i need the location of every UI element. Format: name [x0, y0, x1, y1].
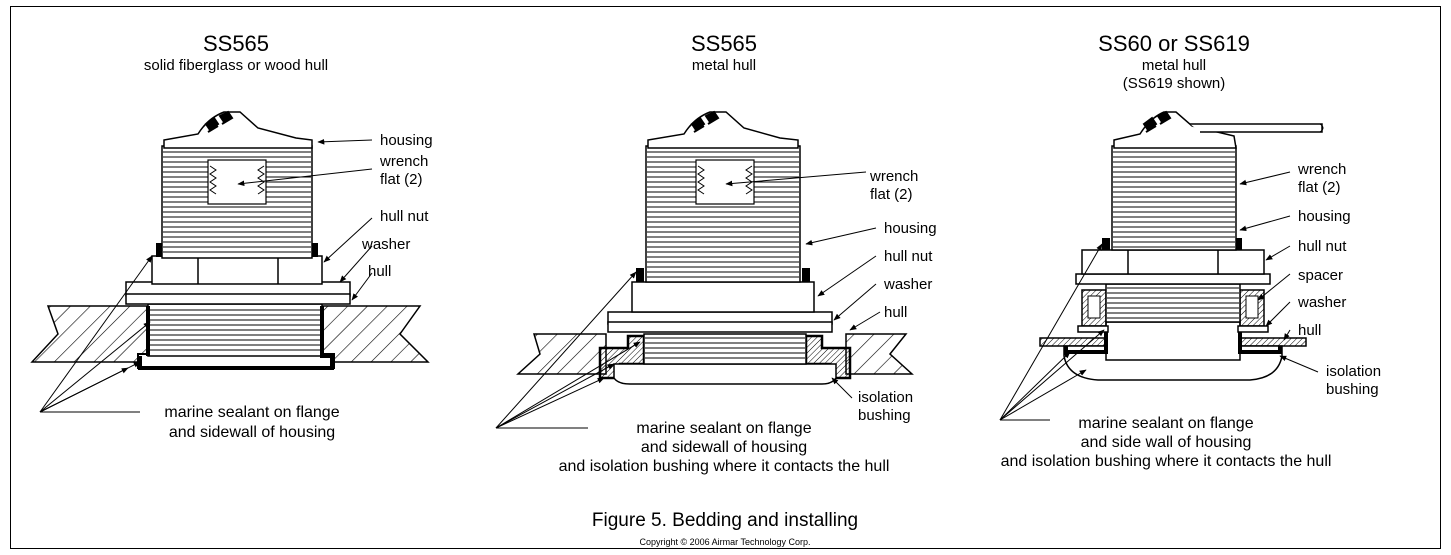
caption-1-line-2: and sidewall of housing	[169, 424, 335, 441]
label-washer: washer	[361, 236, 410, 253]
sealant-leaders	[495, 271, 641, 429]
label-housing: housing	[1298, 208, 1351, 225]
label-bushing: bushing	[1326, 381, 1379, 398]
label-hull: hull	[884, 304, 907, 321]
caption-3-line-2: and side wall of housing	[1081, 434, 1252, 451]
transducer-housing	[607, 110, 837, 385]
label-wrench: wrench	[869, 168, 918, 185]
label-washer: washer	[1297, 294, 1346, 311]
diagram-3: SS60 or SS619 metal hull (SS619 shown)	[999, 31, 1381, 470]
caption-1-line-1: marine sealant on flange	[164, 404, 339, 421]
label-housing: housing	[884, 220, 937, 237]
caption-3-line-1: marine sealant on flange	[1078, 415, 1253, 432]
diagram-2: SS565 metal hull	[495, 31, 937, 475]
diagram-2-title: SS565	[691, 31, 757, 56]
caption-2-line-2: and sidewall of housing	[641, 439, 807, 456]
transducer-housing	[125, 110, 351, 370]
label-hull: hull	[1298, 322, 1321, 339]
sealant-leaders	[999, 243, 1105, 421]
figure-caption: Figure 5. Bedding and installing	[592, 510, 858, 531]
caption-2-line-1: marine sealant on flange	[636, 420, 811, 437]
diagram-3-title: SS60 or SS619	[1098, 31, 1250, 56]
diagram-1-title: SS565	[203, 31, 269, 56]
caption-2-line-3: and isolation bushing where it contacts …	[559, 458, 890, 475]
diagram-3-subtitle: metal hull	[1142, 57, 1206, 74]
label-flat: flat (2)	[380, 171, 423, 188]
label-hull-nut: hull nut	[884, 248, 933, 265]
label-wrench: wrench	[1297, 161, 1346, 178]
copyright: Copyright © 2006 Airmar Technology Corp.	[639, 537, 810, 547]
diagram-1-subtitle: solid fiberglass or wood hull	[144, 57, 328, 74]
label-flat: flat (2)	[1298, 179, 1341, 196]
label-hull: hull	[368, 263, 391, 280]
diagram-2-subtitle: metal hull	[692, 57, 756, 74]
caption-3-line-3: and isolation bushing where it contacts …	[1001, 453, 1332, 470]
label-flat: flat (2)	[870, 186, 913, 203]
label-housing: housing	[380, 132, 433, 149]
transducer-housing	[1063, 110, 1324, 381]
diagram-1: SS565 solid fiberglass or wood hull	[30, 31, 433, 441]
label-wrench: wrench	[379, 153, 428, 170]
label-bushing: bushing	[858, 407, 911, 424]
hull-section	[30, 305, 430, 363]
label-hull-nut: hull nut	[1298, 238, 1347, 255]
figure-frame	[10, 6, 1441, 549]
sealant-leaders	[39, 255, 153, 413]
label-hull-nut: hull nut	[380, 208, 429, 225]
label-isolation: isolation	[858, 389, 913, 406]
diagram-3-subtitle-2: (SS619 shown)	[1123, 75, 1226, 92]
label-isolation: isolation	[1326, 363, 1381, 380]
label-spacer: spacer	[1298, 267, 1343, 284]
label-washer: washer	[883, 276, 932, 293]
